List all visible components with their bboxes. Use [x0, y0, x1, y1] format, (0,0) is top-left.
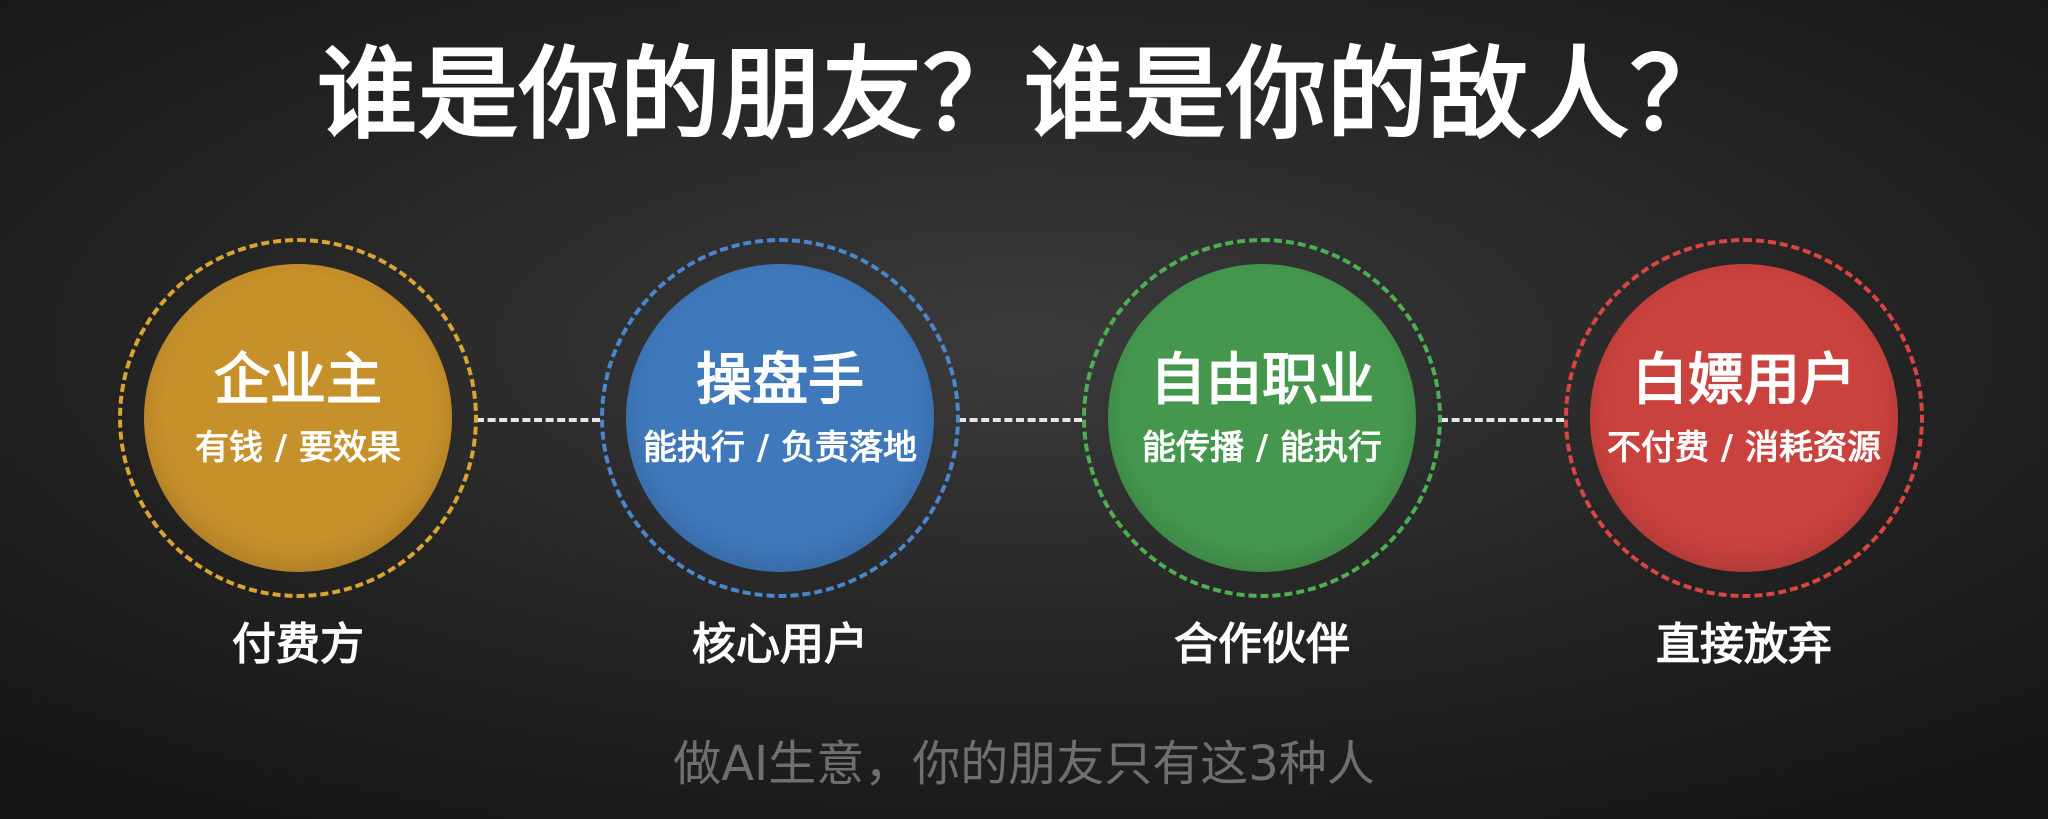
node-disc: 企业主 有钱 / 要效果 — [144, 264, 452, 572]
connector-line — [476, 418, 600, 422]
connector-line — [958, 418, 1082, 422]
node-disc: 白嫖用户 不付费 / 消耗资源 — [1590, 264, 1898, 572]
node-name: 自由职业 — [1150, 348, 1374, 413]
footer-caption: 做AI生意，你的朋友只有这3种人 — [673, 736, 1375, 792]
node-role-label: 付费方 — [232, 619, 364, 670]
node-freelancer: 自由职业 能传播 / 能执行 — [1082, 238, 1442, 598]
node-name: 企业主 — [214, 348, 382, 413]
node-name: 操盘手 — [696, 348, 864, 413]
connector-line — [1440, 418, 1564, 422]
node-disc: 操盘手 能执行 / 负责落地 — [626, 264, 934, 572]
node-role-label: 合作伙伴 — [1174, 619, 1350, 670]
node-operator: 操盘手 能执行 / 负责落地 — [600, 238, 960, 598]
node-description: 能执行 / 负责落地 — [642, 428, 918, 468]
node-business-owner: 企业主 有钱 / 要效果 — [118, 238, 478, 598]
node-description: 能传播 / 能执行 — [1141, 428, 1383, 468]
node-role-label: 直接放弃 — [1656, 619, 1832, 670]
node-description: 有钱 / 要效果 — [194, 428, 402, 468]
node-name: 白嫖用户 — [1632, 348, 1856, 413]
node-description: 不付费 / 消耗资源 — [1606, 428, 1882, 468]
node-freeloader: 白嫖用户 不付费 / 消耗资源 — [1564, 238, 1924, 598]
node-role-label: 核心用户 — [692, 619, 868, 670]
page-title: 谁是你的朋友？谁是你的敌人？ — [317, 36, 1731, 153]
node-disc: 自由职业 能传播 / 能执行 — [1108, 264, 1416, 572]
